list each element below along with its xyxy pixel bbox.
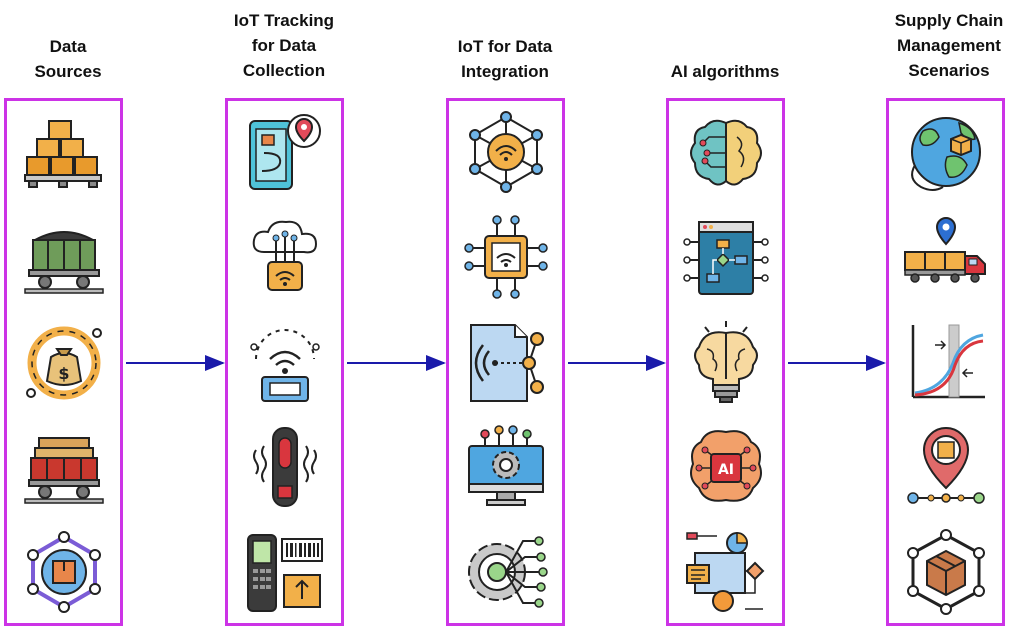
title-line: Sources	[34, 62, 102, 81]
column-box-data-sources: $	[4, 98, 123, 626]
vibration-sensor-icon	[242, 424, 328, 510]
location-box-route-icon	[903, 424, 989, 510]
money-bag-cycle-icon: $	[21, 319, 107, 405]
box-network-icon	[903, 529, 989, 615]
column-title-supply-chain: Supply Chain Management Scenarios	[874, 8, 1024, 83]
rfid-reader-icon	[242, 319, 328, 405]
brain-lightbulb-icon	[683, 319, 769, 405]
column-box-iot-tracking	[225, 98, 344, 626]
title-line: Scenarios	[908, 61, 990, 80]
svg-text:$: $	[58, 364, 69, 383]
iot-chip-icon	[463, 214, 549, 300]
wifi-network-hub-icon	[463, 109, 549, 195]
title-line: AI algorithms	[670, 62, 780, 81]
column-box-supply-chain	[886, 98, 1005, 626]
title-line: Management	[897, 36, 1001, 55]
delivery-truck-location-icon	[903, 214, 989, 300]
supply-demand-graph-icon	[903, 319, 989, 405]
ai-brain-chip-icon: AI	[683, 424, 769, 510]
lumber-wagon-icon	[21, 424, 107, 510]
cloud-iot-chip-icon	[242, 214, 328, 300]
title-line: Supply Chain	[894, 11, 1004, 30]
barcode-scanner-icon	[242, 529, 328, 615]
title-line: Data	[49, 37, 87, 56]
boxes-pallet-icon	[21, 109, 107, 195]
monitor-gear-icon	[463, 424, 549, 510]
globe-package-icon	[903, 109, 989, 195]
svg-text:AI: AI	[717, 462, 733, 478]
title-line: Collection	[242, 61, 326, 80]
title-line: for Data	[251, 36, 317, 55]
phone-location-tracking-icon	[242, 109, 328, 195]
flowchart-window-icon	[682, 214, 769, 300]
column-box-iot-integration	[446, 98, 565, 626]
title-line: Integration	[461, 62, 549, 81]
title-line: IoT Tracking	[233, 11, 335, 30]
coal-wagon-icon	[21, 214, 107, 300]
column-title-iot-tracking: IoT Tracking for Data Collection	[214, 8, 354, 83]
title-line: IoT for Data	[457, 37, 553, 56]
column-title-iot-integration: IoT for Data Integration	[435, 34, 575, 84]
gear-network-icon	[463, 529, 549, 615]
column-title-ai-algorithms: AI algorithms	[650, 59, 800, 84]
circuit-brain-icon	[683, 109, 769, 195]
package-network-icon	[21, 529, 107, 615]
data-flowchart-icon	[683, 529, 769, 615]
column-box-ai-algorithms: AI	[666, 98, 785, 626]
nfc-document-icon	[463, 319, 549, 405]
column-title-data-sources: Data Sources	[13, 34, 123, 84]
